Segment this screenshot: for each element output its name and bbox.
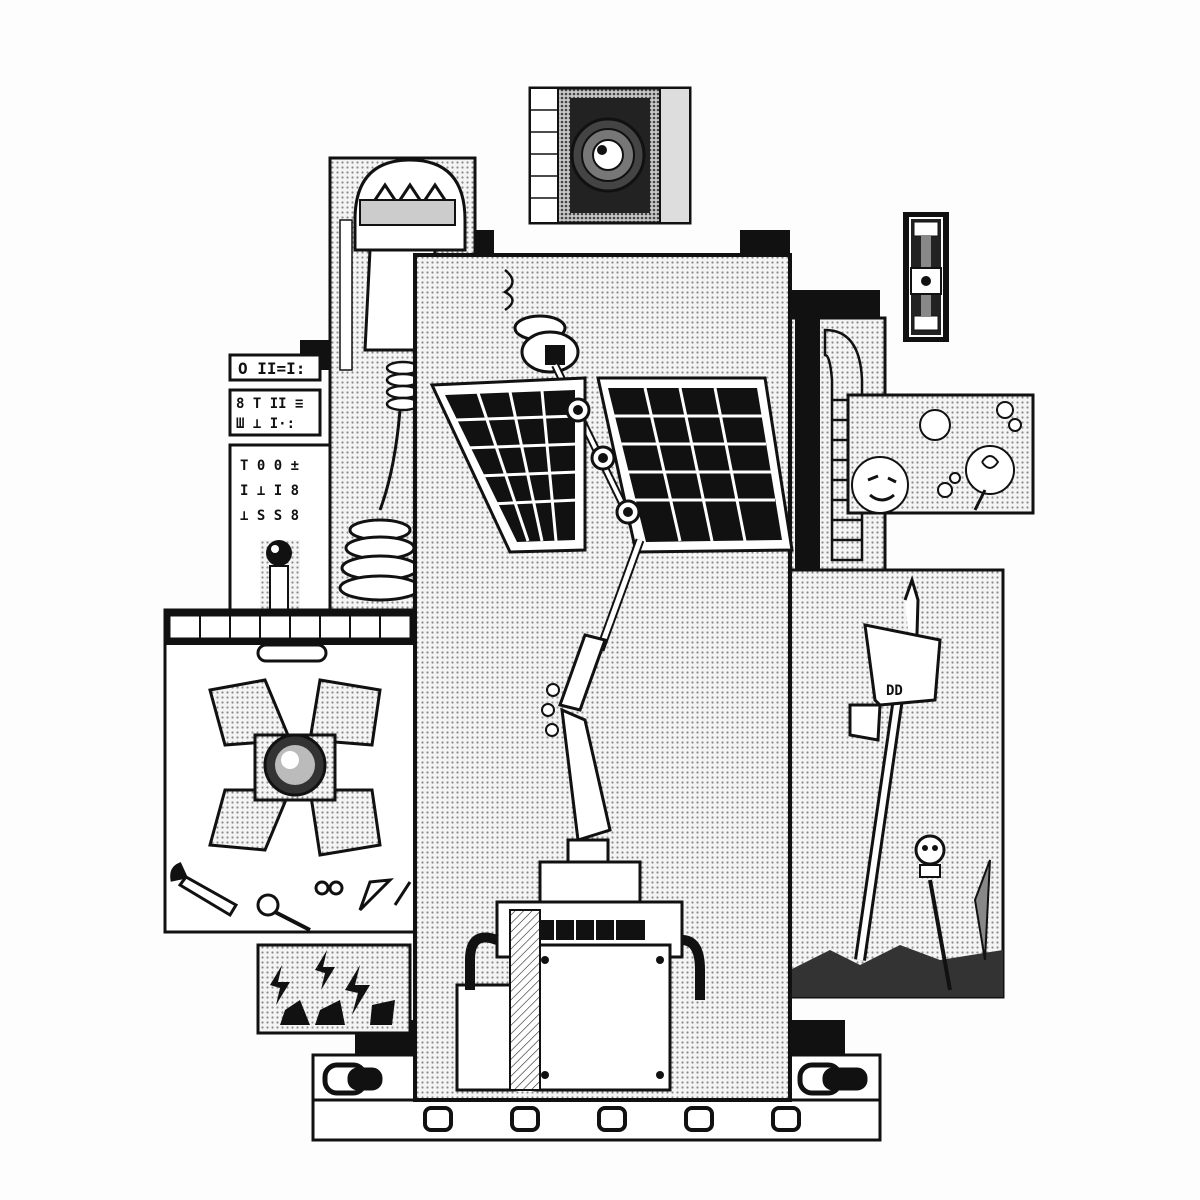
eye-lens-icon <box>570 117 646 193</box>
panel-left-clover <box>163 608 417 934</box>
solar-panel-icon <box>429 376 794 554</box>
svg-text:O II=I:: O II=I: <box>238 359 305 378</box>
svg-text:⊥ S S 8: ⊥ S S 8 <box>240 508 299 524</box>
svg-text:I ⊥ I 8: I ⊥ I 8 <box>240 483 299 499</box>
svg-text:T 0 0 ±: T 0 0 ± <box>240 458 299 474</box>
panel-top-right-clamp <box>903 212 949 342</box>
panel-left-tower <box>328 156 477 612</box>
skull-icon <box>914 834 952 991</box>
panel-center-solar-robot <box>413 253 794 1102</box>
chain-icon <box>322 1062 868 1096</box>
panel-left-symbols: O II=I: 8 T II ≡ Ш ⊥ I·: T 0 0 ± I ⊥ I 8… <box>228 353 332 612</box>
panel-bottom-left-lightning <box>256 943 412 1035</box>
svg-text:8 T II ≡: 8 T II ≡ <box>236 396 303 412</box>
svg-text:DD: DD <box>886 683 903 699</box>
panel-right-lower-signpost: DD <box>788 568 1005 999</box>
panel-right-faces <box>846 393 1035 515</box>
panel-top-eye <box>528 86 692 225</box>
lightning-icon <box>270 950 395 1025</box>
wrench-icon <box>170 862 412 932</box>
svg-text:Ш ⊥ I·:: Ш ⊥ I·: <box>236 416 295 432</box>
